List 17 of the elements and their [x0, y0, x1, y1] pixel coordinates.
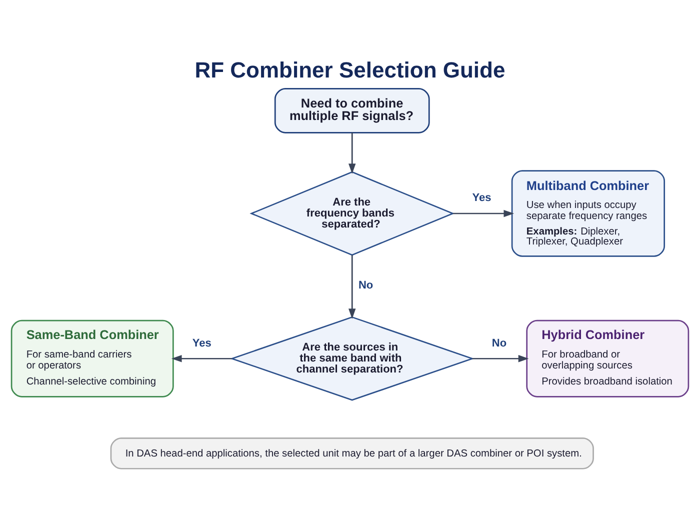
node-box: Multiband Combiner Use when inputs occupy separate frequency ranges Examples: Diplexer, Triplexer, Quadplexer — [511, 170, 666, 256]
arrow — [472, 354, 529, 362]
node-box: Need to combine multiple RF signals? — [274, 88, 430, 133]
node-box: In DAS head-end applications, the selected unit may be part of a larger DAS combiner or POI system. — [110, 436, 594, 469]
node-box: Same-Band Combiner For same-band carriers or operators Channel-selective combining — [10, 319, 174, 397]
arrow — [171, 354, 232, 362]
node-diamond: Are the frequency bands separated? — [250, 170, 455, 256]
edge-label: No — [358, 279, 374, 292]
node-diamond: Are the sources in the same band with channel separation? — [230, 316, 474, 400]
edge-label: No — [492, 336, 507, 349]
edge-label: Yes — [472, 192, 492, 204]
diagram-title: RF Combiner Selection Guide — [194, 57, 506, 82]
arrow — [348, 132, 356, 174]
node-box: Hybrid Combiner For broadband or overlapping sources Provides broadband isolation — [526, 319, 690, 397]
arrow — [452, 209, 514, 217]
arrow — [348, 254, 356, 318]
edge-label: Yes — [192, 336, 212, 349]
